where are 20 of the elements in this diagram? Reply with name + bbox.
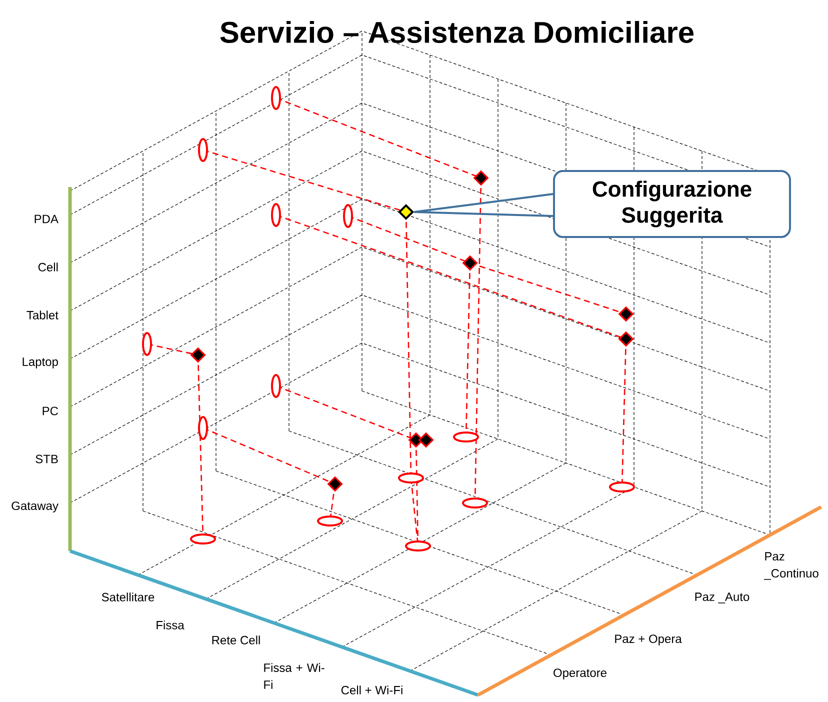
highlighted-diamond	[398, 204, 414, 220]
axis-label: Fissa	[156, 620, 184, 630]
axis-label: Paz _Auto	[695, 592, 750, 604]
axis-label: Rete Cell	[212, 636, 260, 644]
axis-label: Satellitare	[102, 592, 154, 602]
callout-pointer	[413, 193, 554, 217]
axis-label: Cell + Wi-Fi	[341, 686, 402, 694]
axis-label: Paz _Continuo	[764, 552, 818, 580]
axis-label: Cell	[38, 262, 58, 272]
axis-label: Fissa + Wi-Fi	[264, 663, 324, 689]
axis-label: Gataway	[12, 502, 58, 512]
axis-label: PC	[42, 406, 58, 416]
axis-label: Tablet	[26, 310, 58, 320]
axis-label: Paz + Opera	[615, 634, 682, 646]
axis-label: STB	[36, 454, 58, 464]
axis-label: PDA	[34, 214, 58, 224]
callout-box: Configurazione Suggerita	[553, 170, 791, 238]
axis-label: Laptop	[22, 358, 58, 368]
title: Servizio – Assistenza Domiciliare	[220, 21, 694, 44]
axis-label: Operatore	[554, 668, 606, 680]
